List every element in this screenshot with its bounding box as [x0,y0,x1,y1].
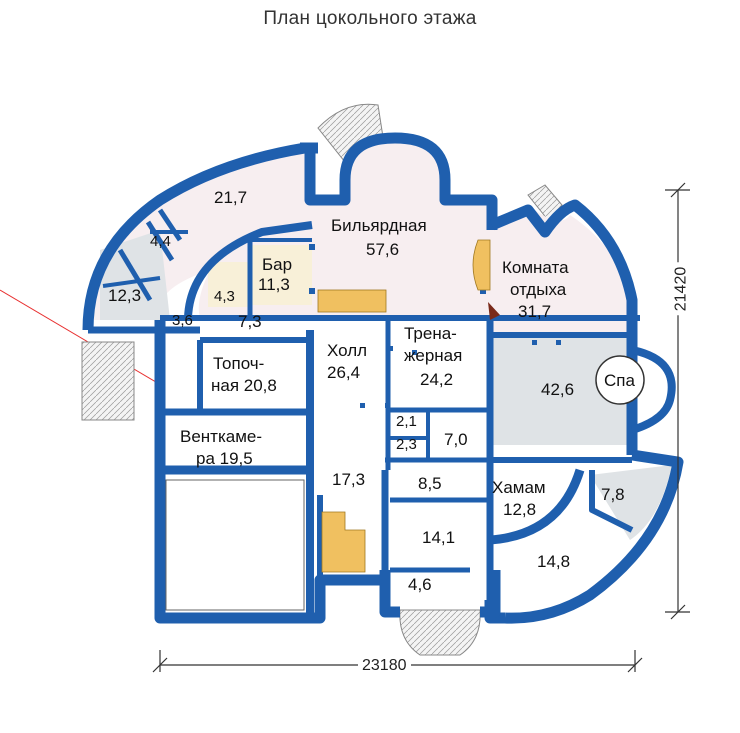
plan-title: План цокольного этажа [263,8,477,29]
gym-name-1: Трена- [404,324,457,343]
spa-label: Спа [604,371,635,390]
floor-areas [90,140,672,578]
rest-name-1: Комната [502,258,569,277]
outer-stair-left [81,341,135,421]
hamam-name: Хамам [492,478,546,497]
gym-name-2: жерная [404,346,463,365]
room-4-4: 4,4 [150,233,171,250]
boiler-line-2: ная 20,8 [211,376,277,395]
interior-stairs [317,239,500,573]
hall-area: 26,4 [327,363,361,382]
vent-line-2: ра 19,5 [196,449,253,468]
boiler-line-1: Топоч- [213,354,265,373]
outer-stair-bottom [399,609,481,656]
room-3-6: 3,6 [172,312,193,329]
room-14-1: 14,1 [422,528,456,547]
pool-box [165,479,305,611]
hamam-area: 12,8 [503,500,537,519]
room-2-1: 2,1 [396,413,417,430]
rest-name-2: отдыха [510,280,567,299]
vent-line-1: Венткаме- [180,427,263,446]
room-7-8: 7,8 [601,485,625,504]
billiard-name: Бильярдная [331,216,427,235]
room-8-5: 8,5 [418,474,442,493]
billiard-area: 57,6 [366,240,400,259]
room-12-3: 12,3 [108,286,142,305]
spa-pool [595,355,645,405]
room-7-0: 7,0 [444,430,468,449]
room-4-6: 4,6 [408,575,432,594]
room-42-6: 42,6 [541,380,575,399]
room-14-8: 14,8 [537,552,571,571]
room-21-7: 21,7 [214,188,248,207]
room-17-3: 17,3 [332,470,366,489]
gym-area: 24,2 [420,370,454,389]
height-dimension: 21420 [672,262,691,316]
outer-stair-right [527,184,563,221]
rest-area: 31,7 [518,302,552,321]
room-4-3: 4,3 [214,288,235,305]
room-7-3: 7,3 [238,312,262,331]
bar-area: 11,3 [258,275,290,294]
bar-name: Бар [262,255,293,274]
width-dimension: 23180 [358,657,411,675]
hall-name: Холл [327,341,368,360]
room-2-3: 2,3 [396,436,417,453]
